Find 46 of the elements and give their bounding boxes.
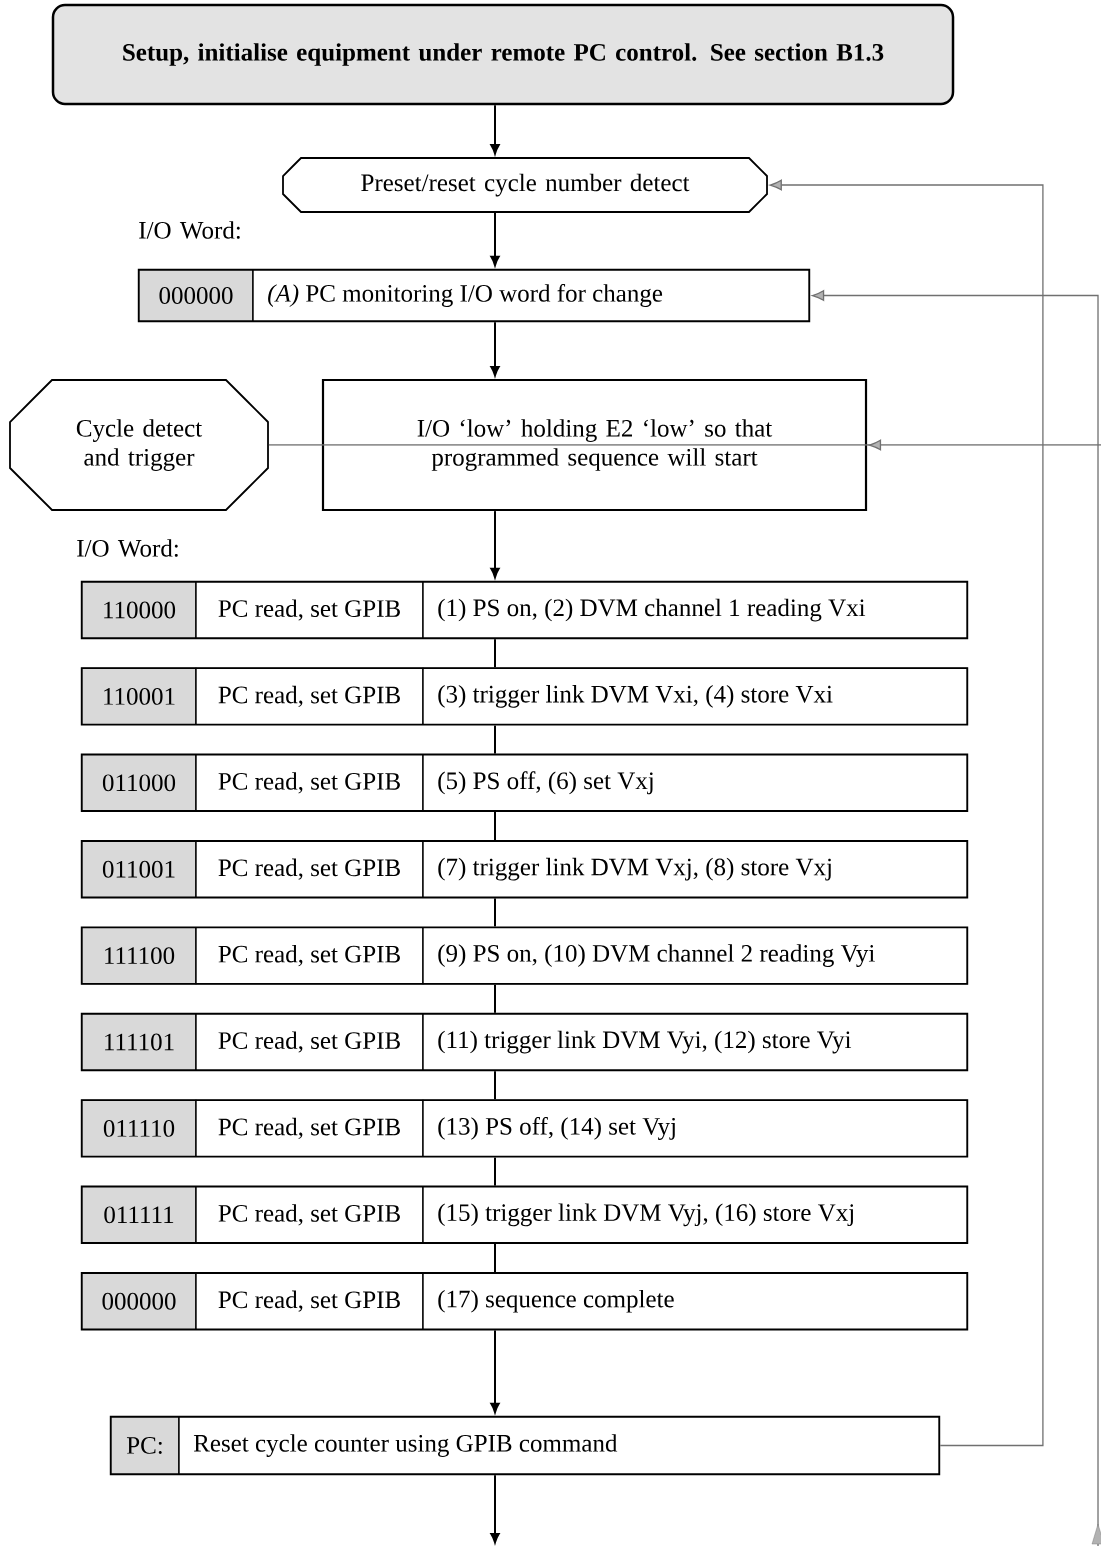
description-cell: Reset cycle counter using GPIB command xyxy=(178,1416,940,1475)
step-row xyxy=(80,753,969,812)
code-cell: 011001 xyxy=(81,840,197,898)
action-cell: PC read, set GPIB xyxy=(195,754,424,812)
action-cell: PC read, set GPIB xyxy=(195,1013,424,1071)
step-row xyxy=(80,667,969,726)
row-caption: I/O Word: xyxy=(77,539,178,557)
arrow xyxy=(490,211,500,267)
process-box: I/O ‘low’ holding E2 ‘low’ so that programmed sequence will start xyxy=(321,378,868,512)
action-cell: PC read, set GPIB xyxy=(195,926,424,985)
arrow xyxy=(490,104,500,155)
step-row xyxy=(80,926,969,985)
action-cell: PC read, set GPIB xyxy=(195,1099,424,1158)
arrow xyxy=(490,510,500,579)
code-cell: 011111 xyxy=(81,1186,197,1244)
row-caption: I/O Word: xyxy=(139,221,240,239)
code-cell: 111101 xyxy=(81,1013,197,1071)
arrow xyxy=(490,1329,500,1414)
code-cell: PC: xyxy=(110,1416,180,1475)
arrow xyxy=(268,439,1101,451)
arrow xyxy=(490,321,500,377)
arrow xyxy=(490,1474,500,1544)
action-cell: PC read, set GPIB xyxy=(195,581,424,639)
action-cell: PC read, set GPIB xyxy=(195,840,424,898)
code-cell: 011000 xyxy=(81,754,197,812)
step-row xyxy=(80,1185,969,1244)
code-cell: 000000 xyxy=(138,269,254,322)
arrow xyxy=(769,179,1044,1447)
code-cell: 110001 xyxy=(81,667,197,726)
step-row xyxy=(80,1012,969,1072)
title-box: Setup, initialise equipment under remote PC control. See section B1.3 xyxy=(51,3,955,106)
arrow xyxy=(811,290,1101,1547)
octagon-box: Cycle detect and trigger xyxy=(9,379,269,511)
step-row xyxy=(80,580,969,640)
code-cell: 000000 xyxy=(81,1272,197,1330)
step-row xyxy=(80,1272,969,1331)
code-cell: 110000 xyxy=(81,581,197,639)
action-cell: PC read, set GPIB xyxy=(195,667,424,726)
description-cell: (A) PC monitoring I/O word for change xyxy=(252,269,810,322)
code-cell: 111100 xyxy=(81,926,197,985)
code-cell: 011110 xyxy=(81,1099,197,1158)
action-cell: PC read, set GPIB xyxy=(195,1186,424,1244)
step-row xyxy=(80,840,969,899)
step-row xyxy=(80,1099,969,1158)
step-row xyxy=(137,268,811,323)
action-cell: PC read, set GPIB xyxy=(195,1272,424,1330)
